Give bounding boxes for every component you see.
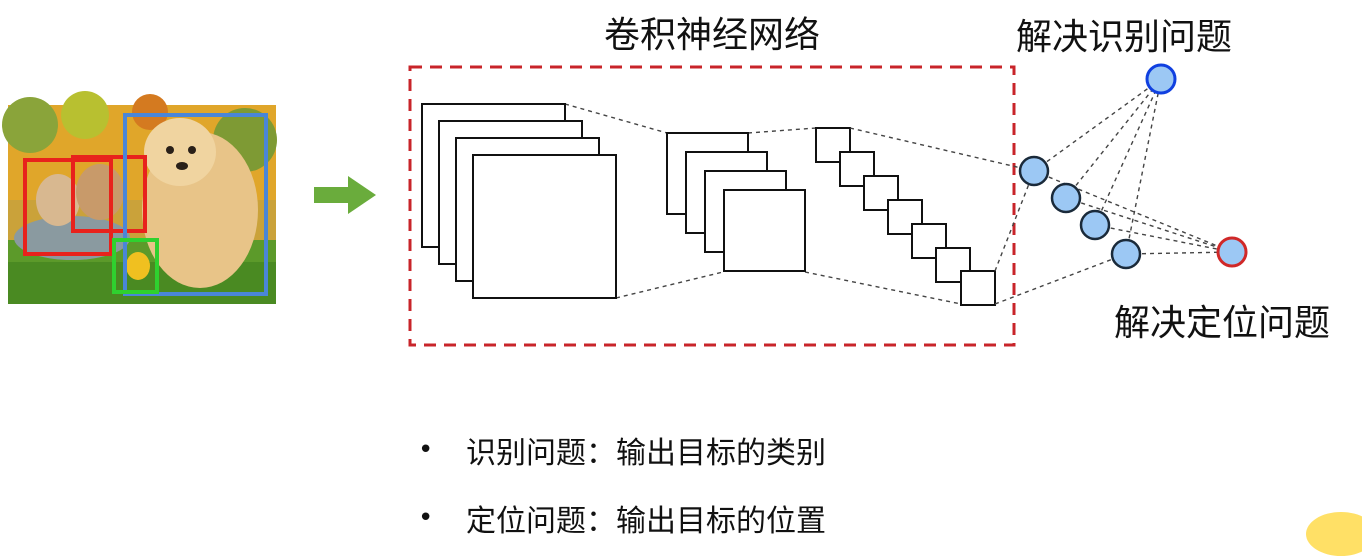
bullet-item: • 定位问题：输出目标的位置 [418, 484, 826, 552]
bullet-text-localization: 定位问题：输出目标的位置 [466, 504, 826, 539]
fc-node-3 [1079, 209, 1111, 241]
cnn-frame [408, 65, 1016, 347]
fc-node-2 [1050, 182, 1082, 214]
input-photo [2, 91, 277, 304]
conv-layer-group-2 [666, 132, 806, 272]
fc-nodes [1018, 155, 1142, 270]
classification-output-node [1145, 63, 1177, 95]
bullet-dot: • [418, 503, 434, 533]
cnn-detection-slide: 卷积神经网络 解决识别问题 解决定位问题 • 识别问题：输出目标的类别 • 定位… [2, 15, 1362, 556]
localization-title: 解决定位问题 [1114, 303, 1331, 344]
corner-highlight [1306, 512, 1362, 556]
localization-output-node [1216, 236, 1248, 268]
detection-box-kitten-2 [71, 155, 147, 233]
fc-connectors [849, 78, 1233, 305]
fc-node-1 [1018, 155, 1050, 187]
arrow-right-icon [314, 176, 376, 214]
bullet-text-recognition: 识别问题：输出目标的类别 [466, 436, 826, 471]
conv-layer-group-1 [421, 103, 617, 299]
layer-connectors [564, 103, 962, 305]
conv-layer-group-3 [815, 127, 996, 306]
detection-box-duck [112, 238, 159, 294]
diagram-canvas [2, 63, 1248, 347]
cnn-title: 卷积神经网络 [604, 15, 821, 56]
fc-node-4 [1110, 238, 1142, 270]
detection-box-kitten-1 [23, 158, 113, 256]
detection-box-dog [123, 113, 268, 296]
bullet-dot: • [418, 435, 434, 465]
bullet-list: • 识别问题：输出目标的类别 • 定位问题：输出目标的位置 [418, 416, 826, 552]
bullet-item: • 识别问题：输出目标的类别 [418, 416, 826, 484]
recognition-title: 解决识别问题 [1016, 17, 1233, 58]
